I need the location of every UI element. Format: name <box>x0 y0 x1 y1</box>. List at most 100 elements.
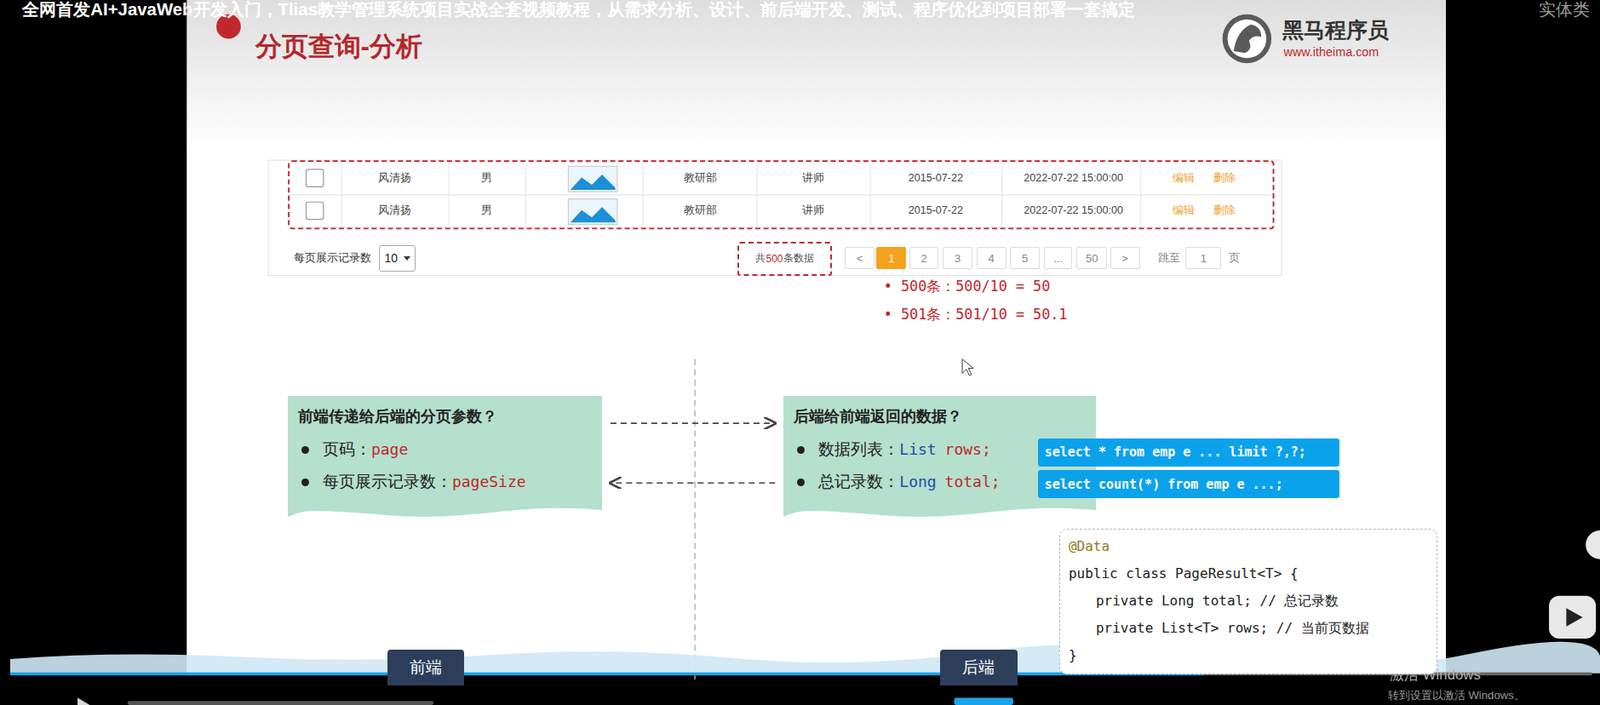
text-row: private List<T> rows; // 当前页数据 <box>1068 614 1428 643</box>
text-label: 黑马程序员 <box>1282 17 1389 44</box>
node-text: pageSize <box>452 472 527 491</box>
text-label: 转到设置以激活 Windows。 <box>1387 688 1526 703</box>
highlight-frame <box>288 160 1274 229</box>
page-button: 1 <box>876 246 907 270</box>
ellipsis-button: ... <box>1043 246 1073 270</box>
node-text: 前端传递给后端的分页参数？ <box>298 407 498 425</box>
request-params-panel: 前端传递给后端的分页参数？ 页码：page 每页展示记录数：pageSize <box>287 395 603 521</box>
node-text: 条数据 <box>783 251 815 266</box>
node-text: > <box>1121 252 1129 265</box>
page-button: 5 <box>1009 246 1040 270</box>
text-label: 2022-07-22 15:00:00 <box>1023 204 1124 218</box>
next-button: > <box>1110 246 1141 270</box>
node-text: 总记录数： <box>818 472 900 491</box>
node-text: select count(*) from emp e ...; <box>1044 476 1284 493</box>
text-label: • 501条：501/10 = 50.1 <box>883 305 1068 324</box>
table-rows <box>268 160 1282 276</box>
text-row: public class PageResult<T> { <box>1068 560 1428 588</box>
text-row: 前端传递给后端的分页参数？ <box>298 403 592 430</box>
text-row: 页码：page <box>298 436 592 462</box>
page-button: 4 <box>976 246 1007 270</box>
sql-count-box: select count(*) from emp e ...; <box>1037 470 1341 498</box>
jump-input: 1 <box>1185 246 1222 270</box>
node-text: 后端给前端返回的数据？ <box>793 407 963 425</box>
side-button <box>1585 530 1600 560</box>
text-row: private Long total; // 总记录数 <box>1068 587 1428 615</box>
frontend-tab: 前端 <box>387 649 465 686</box>
node-text: private List<T> rows; // 当前页数据 <box>1068 619 1370 637</box>
node-text: public class PageResult<T> { <box>1068 565 1299 582</box>
node-text: 后端 <box>962 656 995 679</box>
text-label: 教研部 <box>683 204 717 218</box>
node-text: 5 <box>1021 252 1028 265</box>
text-label: 风清扬 <box>378 172 412 186</box>
node-text: 500 <box>765 252 783 265</box>
text-label: 2015-07-22 <box>908 172 964 186</box>
page-button: 50 <box>1076 246 1107 270</box>
progress-played <box>10 672 1205 677</box>
node-text: 页码： <box>322 440 372 459</box>
text-row: 后端给前端返回的数据？ <box>793 403 1086 430</box>
text-label: 风清扬 <box>378 204 412 218</box>
node-text: 3 <box>954 252 961 265</box>
play-button <box>1548 596 1596 639</box>
divider-line <box>693 359 695 680</box>
dashed-arrow <box>610 481 775 484</box>
logo-emblem <box>1222 14 1273 64</box>
node-text: total; <box>945 472 1001 491</box>
panel-fill <box>287 395 603 517</box>
node-text: rows; <box>945 440 992 459</box>
text-row: 每页展示记录数：pageSize <box>298 469 592 494</box>
node-text: 1 <box>1200 252 1207 265</box>
text-label: 2015-07-22 <box>908 204 964 218</box>
text-row: @Data <box>1068 533 1428 561</box>
node-text: 1 <box>888 252 895 265</box>
player-controls <box>77 698 1014 705</box>
avatar-image <box>567 166 618 224</box>
text-label: 删除 <box>1213 172 1236 186</box>
prev-button: < <box>844 246 875 270</box>
text-label: • 500条：500/10 = 50 <box>883 276 1051 295</box>
text-label: 教研部 <box>683 172 717 186</box>
text-label: 每页展示记录数 <box>293 251 372 265</box>
text-label: www.itheima.com <box>1284 45 1380 61</box>
video-title: 全网首发AI+JavaWeb开发入门，Tlias教学管理系统项目实战全套视频教程… <box>22 0 1136 22</box>
checkbox <box>306 169 324 220</box>
node-text: Long <box>899 472 936 491</box>
text-label: 编辑 <box>1172 172 1195 186</box>
backend-tab: 后端 <box>940 649 1018 686</box>
node-text: 4 <box>988 252 995 265</box>
node-text: 2 <box>920 252 927 265</box>
node-text: 10 <box>384 251 399 265</box>
sql-query-box: select * from emp e ... limit ?,?; <box>1037 438 1341 466</box>
slide-title: 分页查询-分析 <box>255 30 423 64</box>
text-label: 讲师 <box>802 172 825 186</box>
text-row: } <box>1068 642 1428 670</box>
text-label: 跳至 <box>1158 251 1181 265</box>
page-button: 3 <box>942 246 973 270</box>
node-text: 数据列表： <box>818 440 900 459</box>
node-text: @Data <box>1068 538 1110 555</box>
node-text: 每页展示记录数： <box>322 472 453 491</box>
mouse-cursor <box>962 359 974 376</box>
text-label: 编辑 <box>1172 204 1195 218</box>
text-label: 男 <box>481 204 493 218</box>
text-label: 讲师 <box>802 204 825 218</box>
total-count-box: 共500条数据 <box>737 241 832 276</box>
node-text: 前端 <box>409 656 442 679</box>
node-text: select * from emp e ... limit ?,?; <box>1044 444 1307 460</box>
text-label: 男 <box>481 172 493 186</box>
node-text: 50 <box>1085 252 1098 265</box>
code-snippet-box: @Data public class PageResult<T> { private… <box>1059 528 1438 675</box>
dashed-arrow <box>610 422 775 425</box>
node-text: ... <box>1053 252 1063 265</box>
node-text: page <box>371 440 408 459</box>
page-button: 2 <box>909 246 940 270</box>
node-text: private Long total; // 总记录数 <box>1068 592 1340 609</box>
text-label: 实体类 <box>1538 0 1590 22</box>
page-size-select: 10 <box>378 245 417 272</box>
node-text: < <box>856 252 864 265</box>
text-label: 页 <box>1228 251 1240 265</box>
node-text: 共 <box>755 251 766 266</box>
